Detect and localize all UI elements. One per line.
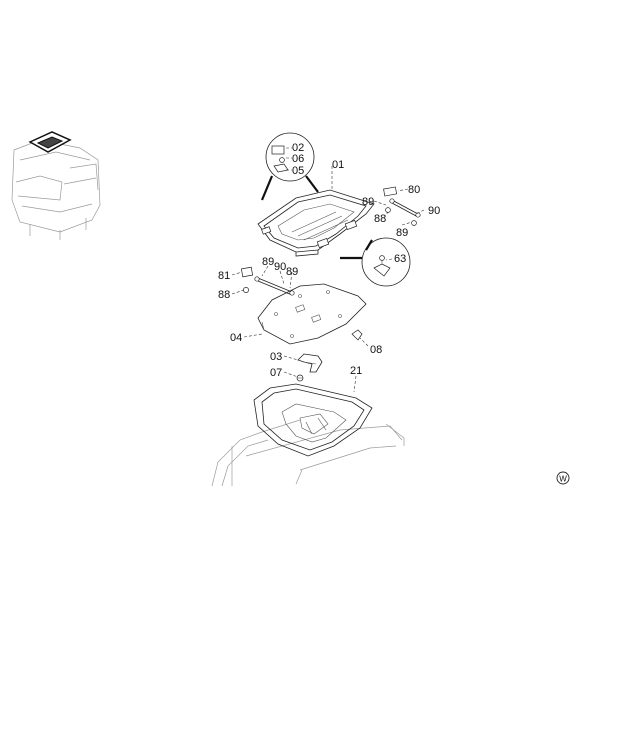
- part-label-03: 03: [270, 351, 282, 363]
- right-strut-assembly: [383, 186, 421, 226]
- part-label-63: 63: [394, 253, 406, 265]
- part-label-89-d: 89: [286, 266, 298, 278]
- part-label-81: 81: [218, 270, 230, 282]
- cab-roof-outline: [211, 419, 405, 487]
- part-number-labels: 01 02 06 05 80 89 90 88 89 63 81 89 90 8…: [218, 142, 440, 379]
- part-label-90-b: 90: [274, 261, 286, 273]
- part-label-04: 04: [230, 332, 242, 344]
- manufacturer-mark-letter: W: [559, 475, 567, 484]
- seal-weatherstrip: [253, 383, 373, 457]
- part-label-21: 21: [350, 365, 362, 377]
- inner-trim-panel: [257, 283, 367, 345]
- part-label-88-a: 88: [374, 213, 386, 225]
- handle-and-screw: [296, 353, 323, 382]
- part-label-07: 07: [270, 367, 282, 379]
- locator-cab-thumbnail: [11, 131, 101, 240]
- part-label-90-a: 90: [428, 205, 440, 217]
- part-label-88-b: 88: [218, 289, 230, 301]
- part-label-05: 05: [292, 165, 304, 177]
- part-label-01: 01: [332, 159, 344, 171]
- manufacturer-mark: W: [556, 471, 570, 485]
- part-label-89-b: 89: [396, 227, 408, 239]
- locator-roof-window-icon: [28, 131, 72, 153]
- roof-window-frame: [257, 189, 375, 257]
- part-label-89-c: 89: [262, 256, 274, 268]
- catch-detail-callout: [340, 237, 411, 287]
- part-label-08: 08: [370, 344, 382, 356]
- part-label-89-a: 89: [362, 196, 374, 208]
- part-label-06: 06: [292, 153, 304, 165]
- part-label-02: 02: [292, 142, 304, 154]
- left-strut-assembly: [240, 266, 295, 296]
- latch-detail-callout: [260, 132, 319, 201]
- part-label-80: 80: [408, 184, 420, 196]
- leader-lines: [231, 147, 425, 393]
